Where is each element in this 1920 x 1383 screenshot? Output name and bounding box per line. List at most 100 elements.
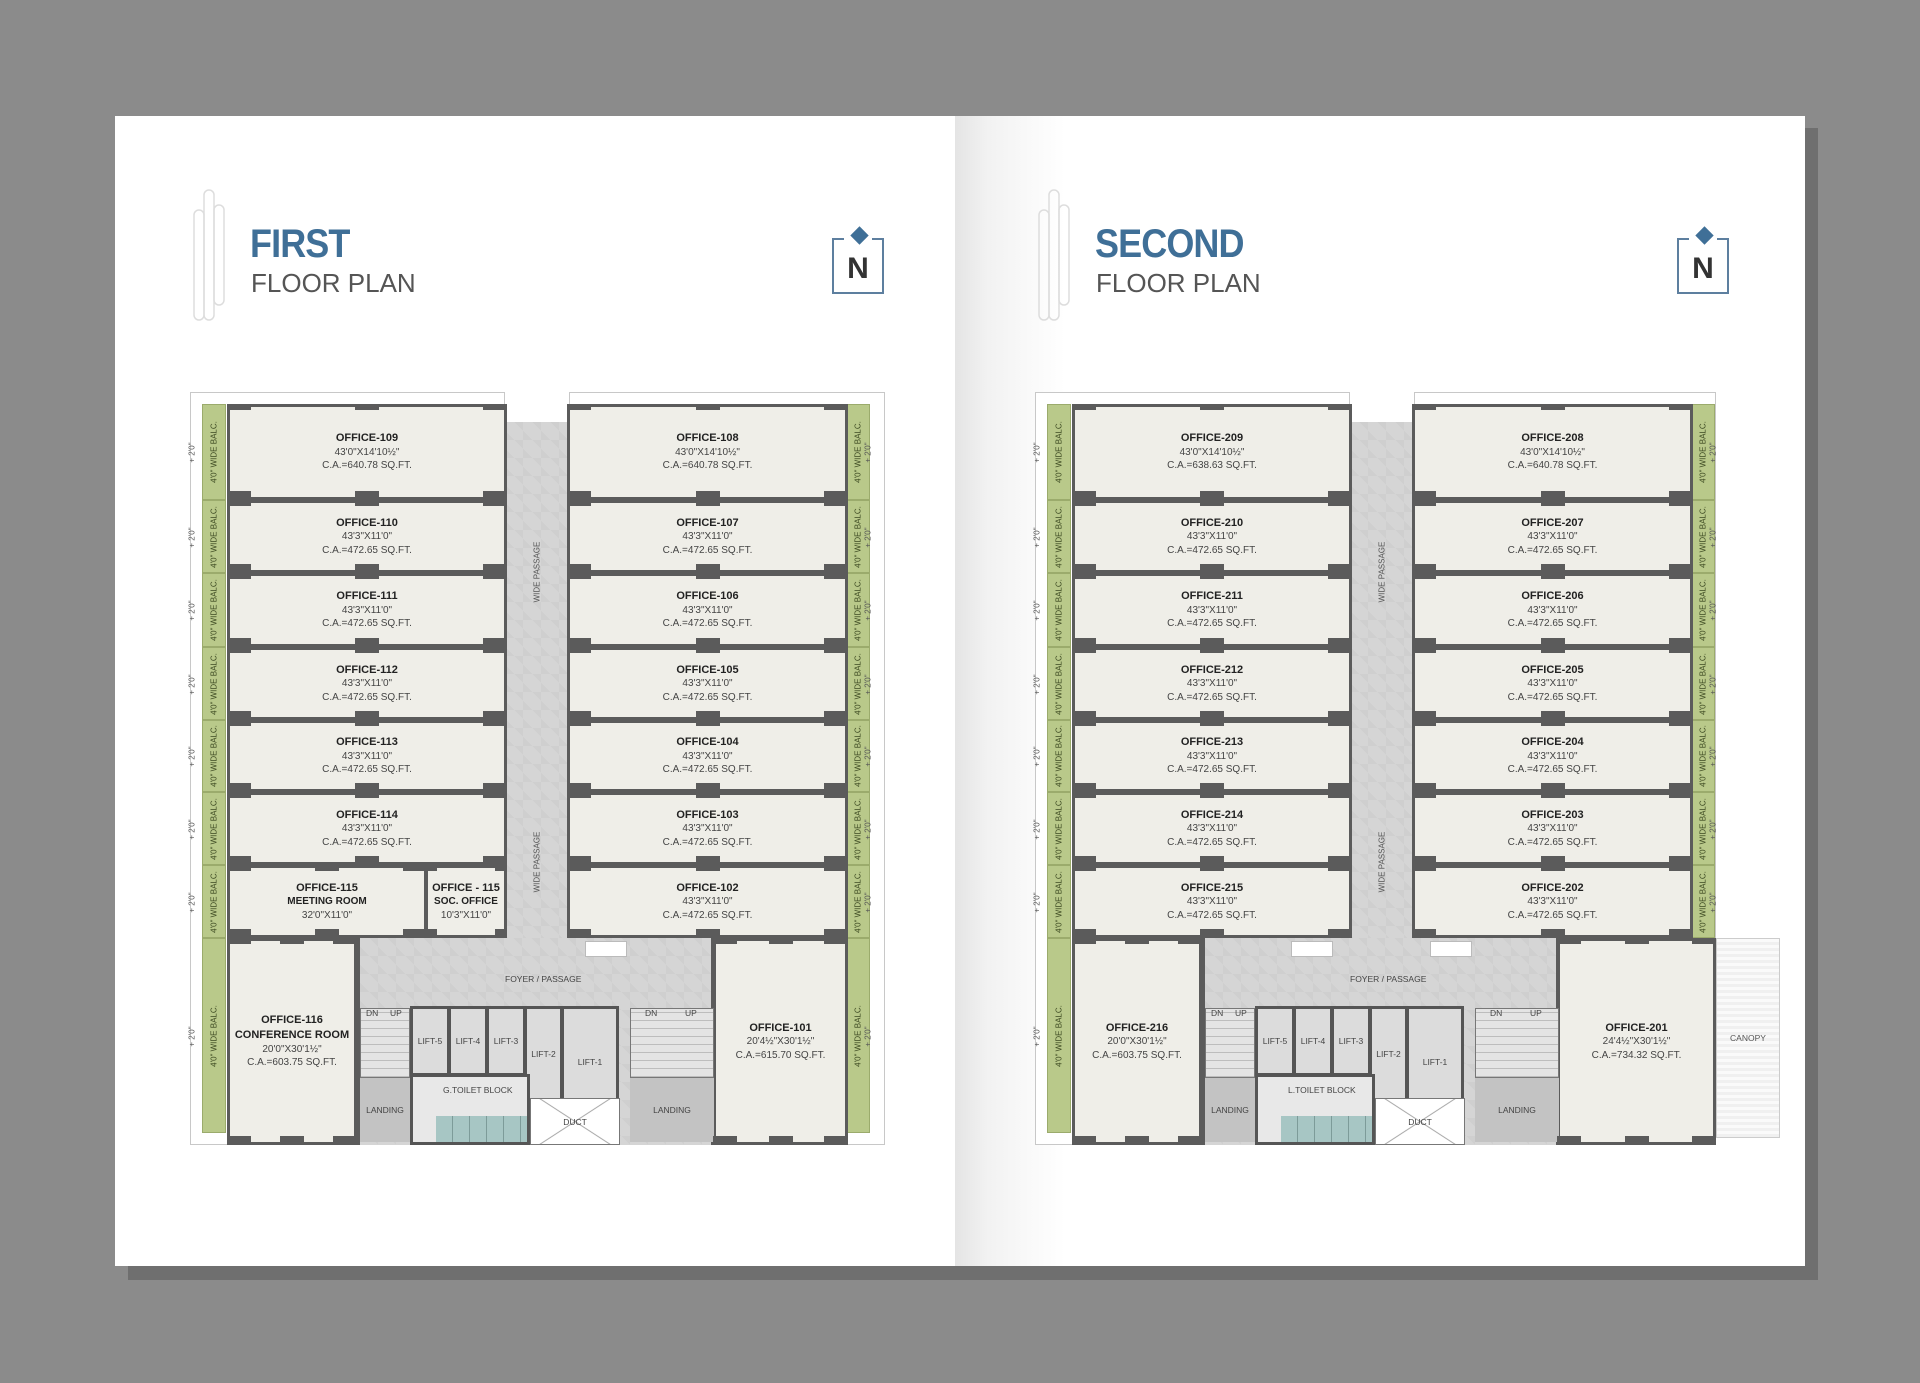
column bbox=[567, 783, 591, 789]
column bbox=[1412, 491, 1436, 497]
floor-subtitle: FLOOR PLAN bbox=[1096, 268, 1261, 298]
column bbox=[1328, 491, 1352, 497]
column bbox=[1072, 783, 1096, 789]
office-carpet-area: C.A.=472.65 SQ.FT. bbox=[1167, 691, 1257, 703]
stair-up-label: UP bbox=[1530, 1008, 1542, 1018]
column bbox=[280, 1136, 304, 1142]
office-carpet-area: C.A.=472.65 SQ.FT. bbox=[1167, 836, 1257, 848]
column bbox=[1072, 865, 1096, 871]
lift-5[interactable]: LIFT-5 bbox=[410, 1006, 450, 1076]
foyer-label: FOYER / PASSAGE bbox=[505, 974, 582, 984]
balcony-offset-label: + 2'0" bbox=[187, 891, 197, 913]
office-name: OFFICE-103 bbox=[676, 808, 739, 821]
stair-down-label: DN bbox=[645, 1008, 658, 1018]
north-arrow-icon: N bbox=[1677, 226, 1729, 294]
balcony-left: 4'0" WIDE BALC. bbox=[202, 404, 226, 500]
staircase-left[interactable] bbox=[1205, 1008, 1255, 1078]
column bbox=[695, 647, 720, 653]
column bbox=[1328, 711, 1352, 717]
column bbox=[824, 938, 848, 944]
column bbox=[1669, 720, 1693, 726]
column bbox=[1540, 856, 1565, 862]
passage-label: WIDE PASSAGE bbox=[532, 541, 542, 603]
balcony-offset-label: + 2'0" bbox=[187, 600, 197, 621]
balcony-offset-label: + 2'0" bbox=[1708, 526, 1718, 548]
staircase-right[interactable] bbox=[630, 1008, 714, 1078]
office-dimensions: 43'0"X14'10½" bbox=[334, 446, 400, 458]
office-name: OFFICE-211 bbox=[1181, 590, 1243, 603]
column bbox=[1669, 711, 1693, 717]
column bbox=[824, 564, 848, 570]
balcony-offset-label: + 2'0" bbox=[1708, 600, 1718, 621]
lift-3[interactable]: LIFT-3 bbox=[486, 1006, 526, 1076]
column bbox=[1540, 865, 1565, 871]
column bbox=[1540, 711, 1565, 717]
lift-3[interactable]: LIFT-3 bbox=[1331, 1006, 1371, 1076]
column bbox=[824, 500, 848, 506]
staircase-right[interactable] bbox=[1475, 1008, 1559, 1078]
lift-4[interactable]: LIFT-4 bbox=[448, 1006, 488, 1076]
column bbox=[1669, 647, 1693, 653]
decorative-ornament-icon bbox=[1035, 185, 1075, 335]
balcony-offset-label: + 2'0" bbox=[187, 442, 197, 463]
balcony-offset-label: + 2'0" bbox=[1032, 442, 1042, 463]
staircase-left[interactable] bbox=[360, 1008, 410, 1078]
bench-icon bbox=[585, 941, 627, 957]
column bbox=[695, 783, 720, 789]
column bbox=[1412, 720, 1436, 726]
balcony-left: 4'0" WIDE BALC. bbox=[202, 573, 226, 647]
balcony-left: 4'0" WIDE BALC. bbox=[1047, 938, 1071, 1133]
balcony-label: 4'0" WIDE BALC. bbox=[209, 870, 219, 933]
balcony-label: 4'0" WIDE BALC. bbox=[209, 505, 219, 568]
column bbox=[1669, 404, 1693, 410]
column bbox=[1178, 1136, 1202, 1142]
lift-5[interactable]: LIFT-5 bbox=[1255, 1006, 1295, 1076]
column bbox=[1200, 491, 1224, 497]
office-dimensions: 43'3"X11'0" bbox=[1527, 750, 1578, 762]
duct: DUCT bbox=[530, 1098, 620, 1145]
column bbox=[824, 647, 848, 653]
column bbox=[1669, 491, 1693, 497]
balcony-right: 4'0" WIDE BALC. bbox=[846, 720, 870, 792]
column bbox=[1412, 404, 1436, 410]
column bbox=[1072, 573, 1096, 579]
column bbox=[1072, 1136, 1096, 1142]
lift-4[interactable]: LIFT-4 bbox=[1293, 1006, 1333, 1076]
landing-right: LANDING bbox=[630, 1078, 714, 1142]
column bbox=[1540, 792, 1565, 798]
column bbox=[1200, 638, 1224, 644]
